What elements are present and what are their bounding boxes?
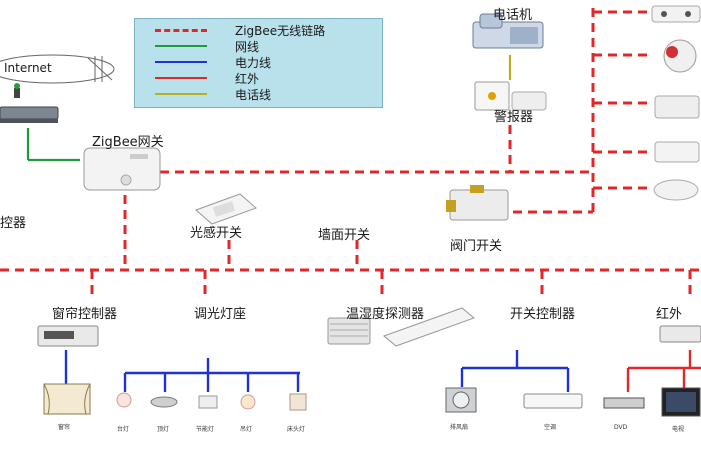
ir-partial-label: 红外 <box>656 307 683 322</box>
curtain-icon <box>43 383 91 415</box>
valve-switch-label: 阀门开关 <box>450 239 503 254</box>
gateway-label: ZigBee网关 <box>92 135 164 150</box>
wall-switch-label: 墙面开关 <box>318 228 371 243</box>
legend-item-infrared: 红外 <box>135 71 382 86</box>
legend-label: 电话线 <box>235 88 272 102</box>
dvd-label: DVD <box>614 424 628 431</box>
curtain-controller-icon <box>37 325 99 347</box>
gateway-device-icon <box>83 147 161 191</box>
legend-item-phone-line: 电话线 <box>135 87 382 102</box>
temp-humidity-detector-label: 温湿度探测器 <box>346 307 425 322</box>
exhaust-fan-icon <box>445 387 477 413</box>
lamp-label: 床头灯 <box>287 426 306 433</box>
temp-humidity-detector-icon <box>327 307 475 347</box>
legend-swatch <box>155 61 207 63</box>
lamp-label: 吊灯 <box>240 426 253 433</box>
alarm-device-icon <box>474 81 547 111</box>
curtain-controller-label: 窗帘控制器 <box>52 307 118 322</box>
legend: ZigBee无线链路 网线 电力线 红外 电话线 <box>134 18 383 108</box>
legend-swatch <box>155 45 207 47</box>
zigbee-links <box>0 8 701 298</box>
switch-controller-label: 开关控制器 <box>510 307 576 322</box>
lamp-label: 台灯 <box>117 426 130 433</box>
controller-partial-label: 控器 <box>0 216 27 231</box>
legend-label: 红外 <box>235 72 260 86</box>
legend-label: ZigBee无线链路 <box>235 24 326 38</box>
lamp-label: 顶灯 <box>157 426 170 433</box>
power-links <box>64 350 570 392</box>
valve-switch-icon <box>446 185 509 221</box>
legend-item-zigbee: ZigBee无线链路 <box>135 23 382 38</box>
air-conditioner-icon <box>523 393 583 409</box>
alarm-label: 警报器 <box>494 110 534 125</box>
lamp-icons <box>116 392 307 411</box>
router-icon <box>0 83 59 123</box>
legend-swatch <box>155 77 207 79</box>
phone-label: 电话机 <box>493 8 533 23</box>
internet-label: Internet <box>4 61 52 75</box>
legend-label: 网线 <box>235 40 260 54</box>
right-column-devices <box>651 5 701 201</box>
light-sensor-switch-icon <box>195 193 257 225</box>
ir-controller-icon <box>659 325 701 343</box>
air-conditioner-label: 空调 <box>544 424 557 431</box>
internet-cloud-icon <box>0 54 115 84</box>
legend-label: 电力线 <box>235 56 272 70</box>
lamp-label: 节能灯 <box>196 426 215 433</box>
dvd-icon <box>603 397 645 409</box>
legend-item-power: 电力线 <box>135 55 382 70</box>
curtain-device-label: 窗帘 <box>58 424 71 431</box>
exhaust-fan-label: 排风扇 <box>450 424 469 431</box>
tv-icon <box>661 387 701 417</box>
legend-item-ethernet: 网线 <box>135 39 382 54</box>
legend-swatch <box>155 29 207 32</box>
legend-swatch <box>155 93 207 95</box>
telephone-icon <box>472 13 544 49</box>
tv-label: 电视 <box>672 426 685 433</box>
ethernet-links <box>26 128 80 162</box>
light-sensor-switch-label: 光感开关 <box>190 226 243 241</box>
dimmer-socket-label: 调光灯座 <box>194 307 247 322</box>
infrared-links <box>626 350 701 392</box>
